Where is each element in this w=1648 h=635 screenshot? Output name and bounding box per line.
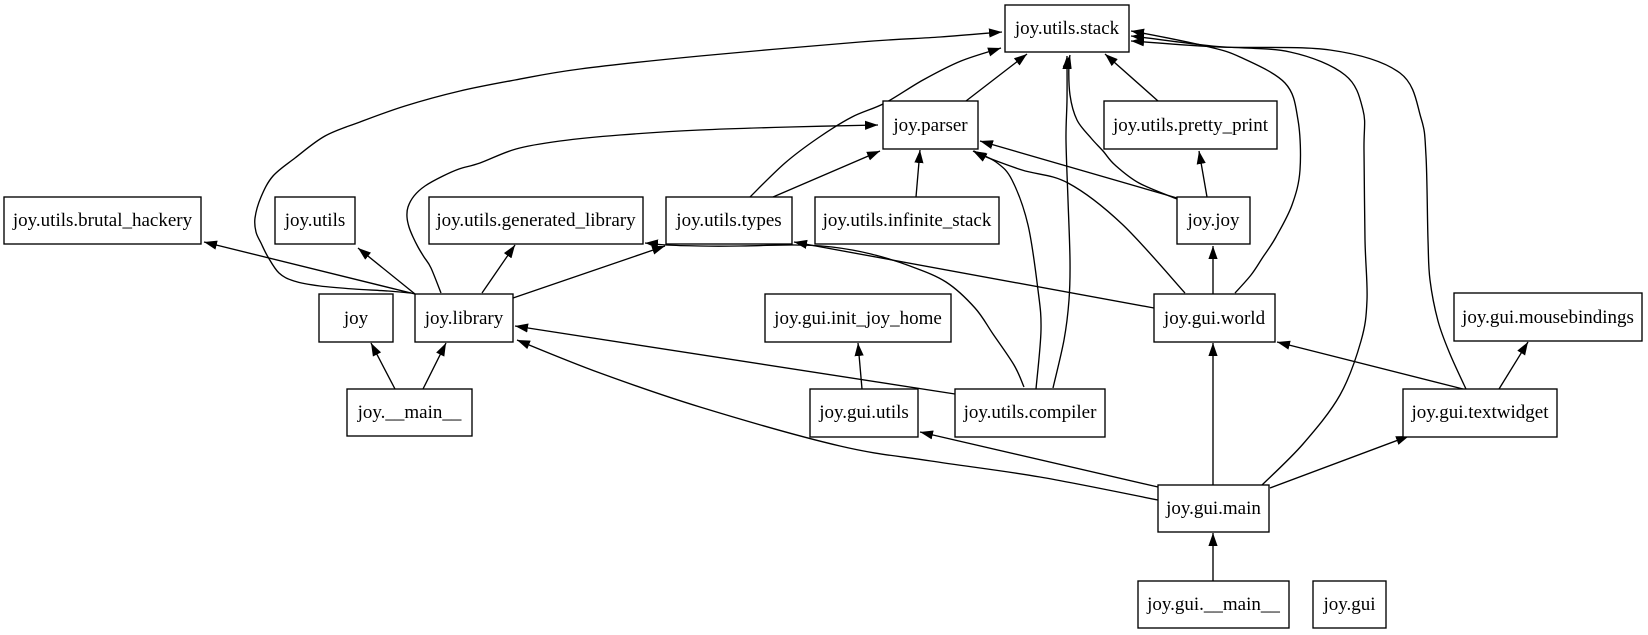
svg-text:joy.parser: joy.parser [892,115,968,136]
svg-text:joy.utils.infinite_stack: joy.utils.infinite_stack [822,210,992,231]
svg-text:joy.gui: joy.gui [1322,594,1375,615]
svg-text:joy.gui.init_joy_home: joy.gui.init_joy_home [773,308,942,329]
svg-text:joy.gui.utils: joy.gui.utils [818,402,909,423]
svg-text:joy.__main__: joy.__main__ [357,402,462,423]
svg-text:joy.gui.mousebindings: joy.gui.mousebindings [1461,307,1634,328]
svg-text:joy.gui.textwidget: joy.gui.textwidget [1410,402,1549,423]
svg-text:joy.utils.compiler: joy.utils.compiler [963,402,1097,423]
svg-text:joy.gui.world: joy.gui.world [1163,308,1266,329]
svg-text:joy.utils.pretty_print: joy.utils.pretty_print [1112,115,1269,136]
svg-text:joy.gui.__main__: joy.gui.__main__ [1146,594,1280,615]
svg-text:joy.utils.stack: joy.utils.stack [1014,18,1120,39]
svg-text:joy.utils: joy.utils [284,210,346,231]
svg-text:joy.library: joy.library [424,308,504,329]
svg-text:joy.utils.generated_library: joy.utils.generated_library [435,210,636,231]
svg-text:joy.utils.types: joy.utils.types [675,210,781,231]
svg-text:joy.gui.main: joy.gui.main [1165,498,1261,519]
svg-text:joy: joy [343,308,369,329]
svg-text:joy.joy: joy.joy [1186,210,1240,231]
svg-text:joy.utils.brutal_hackery: joy.utils.brutal_hackery [12,210,193,231]
